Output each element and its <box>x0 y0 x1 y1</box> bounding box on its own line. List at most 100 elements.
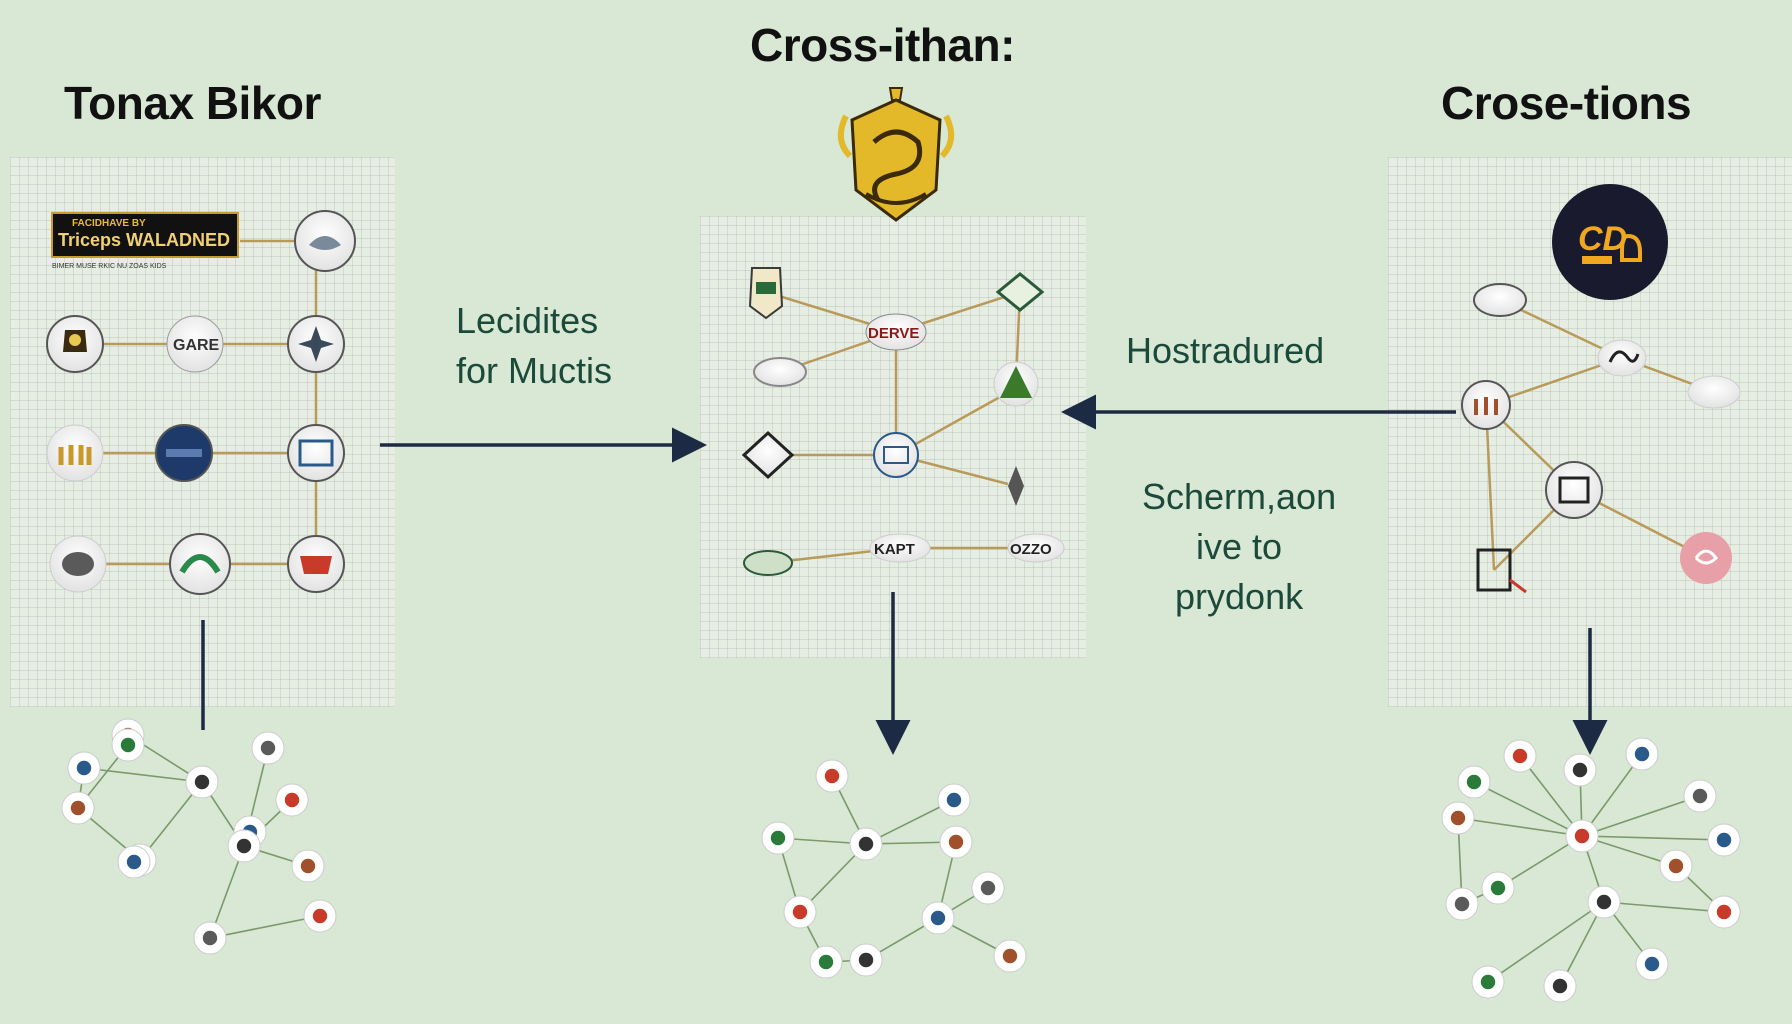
label-left-arrow-line1: Lecidites <box>456 300 599 341</box>
sub-node-icon <box>980 880 996 896</box>
sub-node-icon <box>818 954 834 970</box>
sub-node-icon <box>1692 788 1708 804</box>
main-arrows <box>201 394 1608 755</box>
sub-node-icon <box>858 952 874 968</box>
left-node-navy <box>155 424 213 482</box>
sub-node-icon <box>1002 948 1018 964</box>
right-network <box>1484 298 1715 571</box>
cd-logo-text: CD <box>1578 220 1627 258</box>
center-node-tree <box>993 361 1039 407</box>
label-right-arrow: Hostradured <box>1126 330 1325 371</box>
sub-edge <box>83 767 203 783</box>
sub-node-icon <box>948 834 964 850</box>
left-node-star <box>287 315 345 373</box>
left-node-red <box>287 535 345 593</box>
label-right-middle-line3: prydonk <box>1175 576 1304 617</box>
banner-caption-text: BIMER MUSE RKIC NU ZOAS KIDS <box>52 263 167 270</box>
sub-node-icon <box>1574 828 1590 844</box>
sub-node-icon <box>770 830 786 846</box>
center-node-kapt: KAPT <box>869 533 931 563</box>
sub-node-icon <box>312 908 328 924</box>
center-node-ozzo: OZZO <box>1007 533 1065 563</box>
sub-edge <box>209 915 321 939</box>
left-node-gear <box>294 210 356 272</box>
derve-text: DERVE <box>868 325 919 342</box>
center-node-greenbar <box>743 550 793 576</box>
sub-node-icon <box>1450 810 1466 826</box>
ozzo-text: OZZO <box>1010 541 1052 558</box>
left-node-green <box>169 533 231 595</box>
sub-node-icon <box>126 854 142 870</box>
sub-node-icon <box>76 760 92 776</box>
sub-node-icon <box>1596 894 1612 910</box>
sub-node-icon <box>1512 748 1528 764</box>
center-nodes: DERVE KAPT OZZO <box>741 267 1065 576</box>
label-left-arrow: Lecidites for Muctis <box>456 296 612 396</box>
sub-node-icon <box>284 792 300 808</box>
label-right-middle-line1: Scherm,aon <box>1142 476 1337 517</box>
center-node-shield <box>748 267 784 320</box>
sub-edge <box>1581 753 1643 837</box>
label-left-arrow-line2: for Muctis <box>456 350 613 391</box>
sub-node-icon <box>1716 904 1732 920</box>
banner-logo: FACIDHAVE BY Triceps WALADNED BIMER MUSE… <box>51 212 239 270</box>
sub-edge <box>1603 901 1725 913</box>
sub-edge <box>1519 755 1583 837</box>
sub-node-icon <box>300 858 316 874</box>
sub-node-icon <box>260 740 276 756</box>
sub-edge <box>1473 781 1583 837</box>
sub-edge <box>1487 901 1605 983</box>
sub-node-icon <box>1572 762 1588 778</box>
sub-node-icon <box>202 930 218 946</box>
sub-network-right <box>1441 737 1741 1003</box>
sub-node-icon <box>1552 978 1568 994</box>
left-node-gare: GARE <box>166 315 224 373</box>
sub-node-icon <box>1480 974 1496 990</box>
sub-edge <box>1581 795 1701 837</box>
center-node-blue <box>873 432 919 478</box>
center-node-derve: DERVE <box>865 313 927 351</box>
left-node-elephant <box>49 535 107 593</box>
sub-node-icon <box>930 910 946 926</box>
sub-node-icon <box>1668 858 1684 874</box>
left-nodes: GARE <box>46 210 356 595</box>
sub-node-icon <box>1490 880 1506 896</box>
sub-node-icon <box>1454 896 1470 912</box>
left-node-lion <box>46 315 104 373</box>
right-node-pgs <box>1476 548 1527 594</box>
center-node-wing <box>753 357 807 387</box>
sub-node-icon <box>120 737 136 753</box>
banner-main-text: Triceps WALADNED <box>58 230 230 250</box>
sub-edge <box>1457 817 1583 837</box>
center-node-badge <box>995 272 1045 312</box>
label-right-middle-line2: ive to <box>1196 526 1283 567</box>
sub-node-icon <box>946 792 962 808</box>
kapt-text: KAPT <box>874 541 915 558</box>
right-node-frame <box>1545 461 1603 519</box>
sub-network-center <box>761 759 1027 979</box>
sub-node-icon <box>70 800 86 816</box>
sub-node-icon <box>1644 956 1660 972</box>
right-nodes: CD <box>1461 184 1741 594</box>
left-network <box>75 239 325 566</box>
sub-node-icon <box>824 768 840 784</box>
sub-node-icon <box>792 904 808 920</box>
right-node-banner <box>1687 375 1741 409</box>
center-node-diamond <box>741 430 795 480</box>
sub-node-icon <box>1466 774 1482 790</box>
sub-edge <box>139 781 203 861</box>
center-node-figure <box>1008 466 1024 506</box>
sub-network-left <box>61 718 337 955</box>
right-node-script <box>1597 339 1647 377</box>
cd-logo: CD <box>1552 184 1668 300</box>
title-right: Crose-tions <box>1441 77 1692 129</box>
gare-text: GARE <box>173 337 220 354</box>
left-node-people <box>46 424 104 482</box>
sub-node-icon <box>236 838 252 854</box>
right-node-people <box>1461 380 1511 430</box>
sub-node-icon <box>194 774 210 790</box>
panel-right <box>1388 157 1792 707</box>
title-center: Cross-ithan: <box>750 19 1015 71</box>
sub-node-icon <box>1634 746 1650 762</box>
